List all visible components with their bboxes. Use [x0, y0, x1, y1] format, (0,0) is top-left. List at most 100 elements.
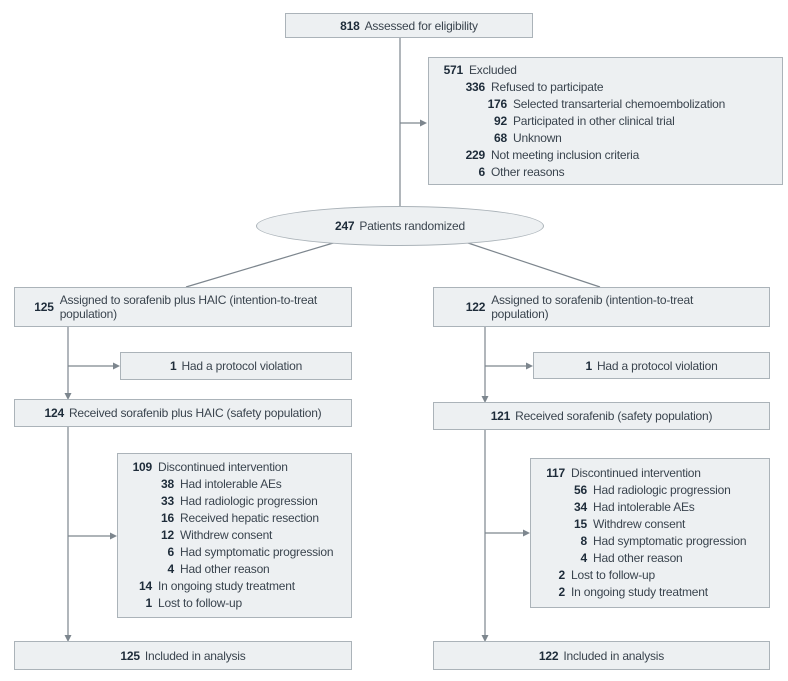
safety-population-left-box: 124 Received sorafenib plus HAIC (safety… — [14, 399, 352, 427]
line-label: Withdrew consent — [180, 528, 273, 542]
flow-line: 34 Had intolerable AEs — [539, 499, 761, 516]
flow-line: 38 Had intolerable AEs — [126, 476, 343, 493]
excluded-box: 571 Excluded 336 Refused to participate 176 S… — [428, 57, 783, 185]
flow-line: 2 Lost to follow-up — [539, 567, 761, 584]
count: 571 — [443, 62, 464, 77]
count: 4 — [580, 551, 588, 565]
count: 125 — [34, 300, 54, 314]
line-label: Had intolerable AEs — [593, 500, 695, 514]
discontinued-left-box: 109 Discontinued intervention 38 Had intole… — [117, 453, 352, 618]
box-label: Received sorafenib plus HAIC (safety pop… — [68, 406, 322, 420]
count: 1 — [169, 359, 177, 373]
assigned-sorafenib-box: 122 Assigned to sorafenib (intention-to-… — [433, 287, 770, 327]
protocol-violation-left-box: 1 Had a protocol violation — [120, 352, 352, 380]
line-label: Had radiologic progression — [593, 483, 731, 497]
count: 247 — [334, 219, 355, 233]
flow-line: 6 Other reasons — [437, 164, 774, 181]
count: 16 — [161, 511, 174, 525]
count: 122 — [538, 648, 559, 663]
line-label: Other reasons — [491, 164, 565, 179]
count: 1 — [585, 358, 592, 373]
count: 14 — [139, 579, 152, 593]
line-label: Discontinued intervention — [571, 466, 701, 480]
box-label: Assessed for eligibility — [364, 18, 478, 33]
assessed-for-eligibility-box: 818 Assessed for eligibility — [285, 13, 533, 38]
included-in-analysis-right-box: 122 Included in analysis — [433, 641, 770, 670]
line-label: Withdrew consent — [593, 517, 686, 531]
line-label: Had symptomatic progression — [593, 534, 747, 548]
protocol-violation-right-box: 1 Had a protocol violation — [533, 352, 770, 379]
box-label: Assigned to sorafenib plus HAIC (intenti… — [59, 293, 317, 321]
line-label: Had other reason — [180, 562, 270, 576]
line-label: Excluded — [469, 62, 517, 77]
assigned-sorafenib-haic-box: 125 Assigned to sorafenib plus HAIC (int… — [14, 287, 352, 327]
count: 124 — [44, 406, 65, 420]
box-label: Included in analysis — [144, 648, 246, 663]
flow-line: 4 Had other reason — [539, 550, 761, 567]
count: 15 — [574, 517, 587, 531]
flow-line: 33 Had radiologic progression — [126, 493, 343, 510]
box-label: Had a protocol violation — [596, 358, 718, 373]
count: 122 — [465, 300, 486, 314]
line-label: Refused to participate — [491, 79, 604, 94]
line-label: Had other reason — [593, 551, 683, 565]
line-label: Lost to follow-up — [158, 596, 242, 610]
line-label: Lost to follow-up — [571, 568, 655, 582]
safety-population-right-box: 121 Received sorafenib (safety populatio… — [433, 402, 770, 430]
count: 8 — [580, 534, 588, 548]
box-label: Received sorafenib (safety population) — [515, 409, 713, 423]
line-label: Selected transarterial chemoembolization — [513, 96, 726, 111]
count: 4 — [167, 562, 175, 576]
count: 336 — [465, 79, 486, 94]
flow-line: 109 Discontinued intervention — [126, 459, 343, 476]
line-label: Received hepatic resection — [180, 511, 319, 525]
line-label: Had symptomatic progression — [180, 545, 334, 559]
count: 68 — [494, 130, 507, 145]
count: 121 — [490, 409, 511, 423]
flow-line: 176 Selected transarterial chemoembolizat… — [437, 96, 774, 113]
flow-line: 56 Had radiologic progression — [539, 482, 761, 499]
count: 6 — [478, 164, 486, 179]
flow-line: 8 Had symptomatic progression — [539, 533, 761, 550]
count: 1 — [145, 596, 153, 610]
patients-randomized-ellipse: 247 Patients randomized — [256, 206, 544, 246]
line-label: Discontinued intervention — [158, 460, 288, 474]
box-label: Had a protocol violation — [181, 359, 303, 373]
count: 34 — [574, 500, 587, 514]
flow-line: 14 In ongoing study treatment — [126, 578, 343, 595]
box-label: Assigned to sorafenib (intention-to-trea… — [491, 293, 694, 321]
count: 818 — [340, 18, 360, 33]
count: 92 — [494, 113, 507, 128]
flow-line: 92 Participated in other clinical trial — [437, 113, 774, 130]
line-label: Unknown — [513, 130, 562, 145]
line-label: Had intolerable AEs — [180, 477, 282, 491]
count: 33 — [161, 494, 174, 508]
count: 2 — [558, 568, 566, 582]
flow-line: 15 Withdrew consent — [539, 516, 761, 533]
box-label: Patients randomized — [359, 219, 466, 233]
flow-line: 4 Had other reason — [126, 561, 343, 578]
included-in-analysis-left-box: 125 Included in analysis — [14, 641, 352, 670]
box-label: Included in analysis — [563, 648, 665, 663]
line-label: Not meeting inclusion criteria — [491, 147, 640, 162]
count: 2 — [558, 585, 566, 599]
flow-line: 336 Refused to participate — [437, 79, 774, 96]
line-label: Had radiologic progression — [180, 494, 318, 508]
count: 56 — [574, 483, 587, 497]
count: 38 — [161, 477, 174, 491]
flow-line: 16 Received hepatic resection — [126, 510, 343, 527]
line-label: In ongoing study treatment — [158, 579, 295, 593]
count: 176 — [487, 96, 508, 111]
flow-line: 571 Excluded — [437, 62, 774, 79]
count: 125 — [120, 648, 140, 663]
line-label: Participated in other clinical trial — [513, 113, 675, 128]
count: 109 — [132, 460, 153, 474]
